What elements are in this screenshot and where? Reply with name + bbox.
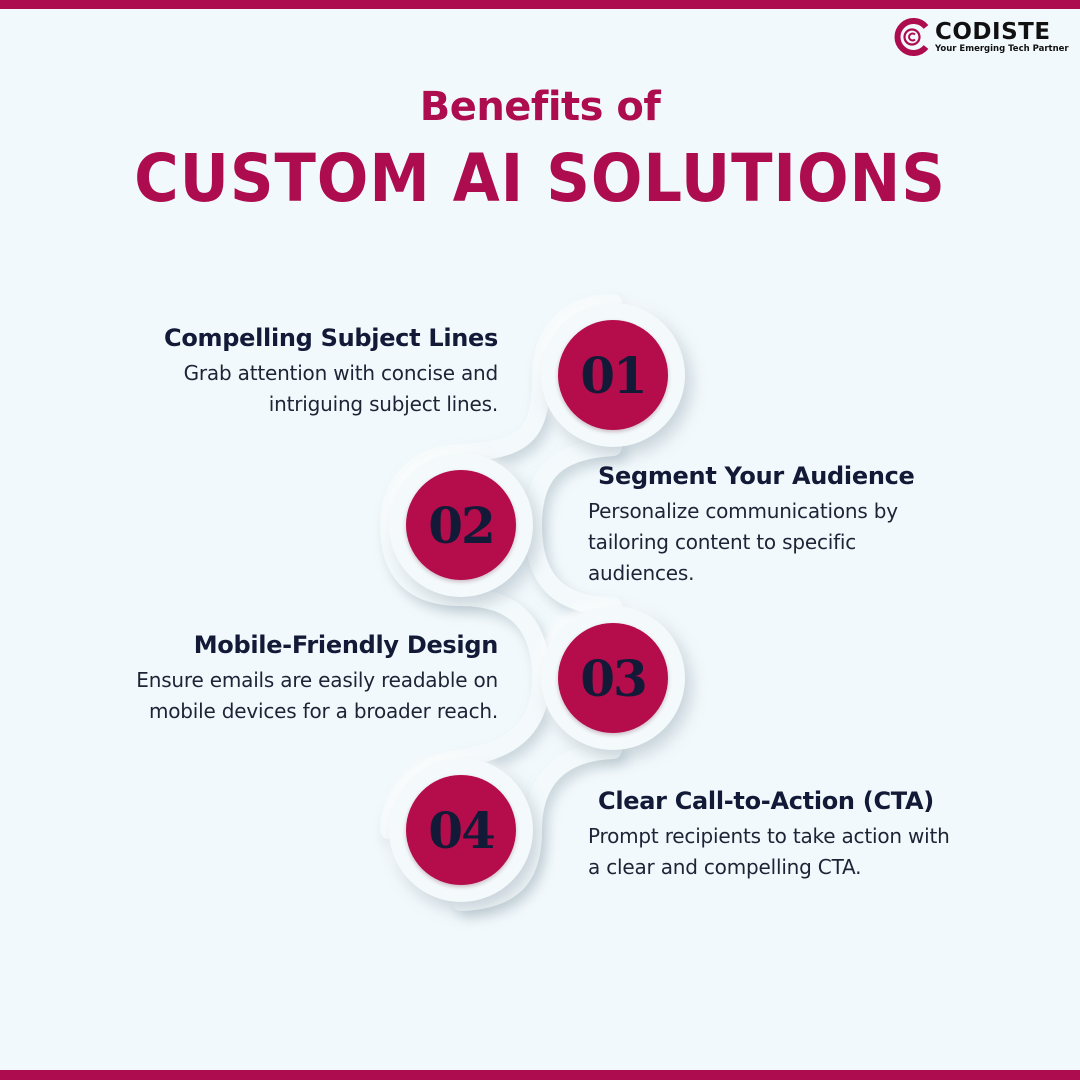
step-02-circle: 02 xyxy=(406,470,516,580)
step-01-title: Compelling Subject Lines xyxy=(164,324,498,352)
codiste-logo: CODISTE Your Emerging Tech Partner xyxy=(893,18,1069,56)
step-02-badge: 02 xyxy=(389,453,533,597)
step-01-number: 01 xyxy=(580,345,648,405)
brand-name: CODISTE xyxy=(935,18,1051,45)
step-03-number: 03 xyxy=(580,648,648,708)
step-02-title: Segment Your Audience xyxy=(598,462,915,490)
codiste-logo-icon xyxy=(893,18,931,56)
step-02-description: Personalize communications by tailoring c… xyxy=(588,496,915,589)
step-04-desc-line-1: Prompt recipients to take action with xyxy=(588,824,950,848)
step-03-badge: 03 xyxy=(541,606,685,750)
page-subtitle: Benefits of xyxy=(419,84,661,130)
brand-tagline: Your Emerging Tech Partner xyxy=(935,43,1069,54)
page-title: CUSTOM AI SOLUTIONS xyxy=(134,140,946,217)
step-04-title: Clear Call-to-Action (CTA) xyxy=(598,787,934,815)
step-01-desc-line-1: Grab attention with concise and xyxy=(183,361,499,385)
step-04-text: Clear Call-to-Action (CTA) Prompt recipi… xyxy=(588,787,950,883)
bottom-accent-bar xyxy=(0,1070,1080,1080)
step-01-text: Compelling Subject Lines Grab attention … xyxy=(164,324,498,420)
step-03-text: Mobile-Friendly Design Ensure emails are… xyxy=(136,631,498,727)
step-01-desc-line-2: intriguing subject lines. xyxy=(268,392,498,416)
step-01-badge: 01 xyxy=(541,303,685,447)
step-03-description: Ensure emails are easily readable on mobi… xyxy=(136,665,498,727)
step-03-circle: 03 xyxy=(558,623,668,733)
step-04-description: Prompt recipients to take action with a c… xyxy=(588,821,950,883)
step-02-desc-line-2: tailoring content to specific xyxy=(588,530,857,554)
step-03-title: Mobile-Friendly Design xyxy=(193,631,499,659)
step-03-desc-line-1: Ensure emails are easily readable on xyxy=(136,668,498,692)
step-04-badge: 04 xyxy=(389,758,533,902)
step-01-circle: 01 xyxy=(558,320,668,430)
step-03-desc-line-2: mobile devices for a broader reach. xyxy=(148,699,498,723)
step-04-number: 04 xyxy=(428,800,496,860)
step-04-desc-line-2: a clear and compelling CTA. xyxy=(588,855,862,879)
step-01-description: Grab attention with concise and intriguin… xyxy=(164,358,499,420)
step-02-number: 02 xyxy=(428,495,496,555)
step-02-text: Segment Your Audience Personalize commun… xyxy=(588,462,915,589)
step-02-desc-line-1: Personalize communications by xyxy=(588,499,898,523)
top-accent-bar xyxy=(0,0,1080,9)
step-02-desc-line-3: audiences. xyxy=(588,561,695,585)
step-04-circle: 04 xyxy=(406,775,516,885)
